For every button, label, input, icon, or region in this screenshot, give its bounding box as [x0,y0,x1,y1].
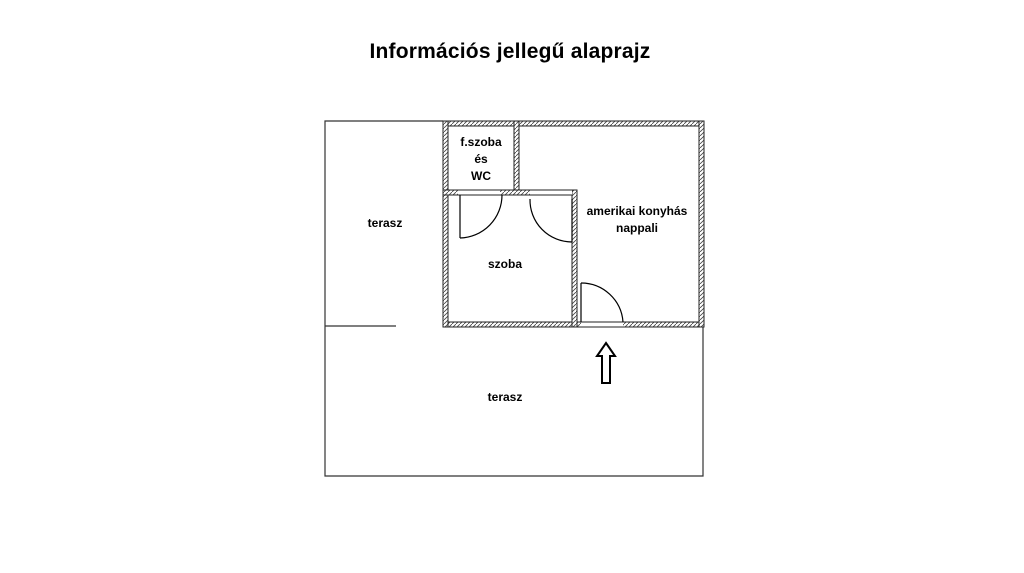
terrace-outline [324,120,704,477]
door-openings [458,190,623,327]
up-arrow-icon [595,341,617,384]
bathroom-label-line2: és [474,152,488,166]
kitchen-label-line1: amerikai konyhás [587,204,688,218]
terrace-left-label: terasz [368,216,403,230]
door-bedroom-kitchen [529,198,573,243]
door-bedroom [459,194,503,239]
interior-walls [442,120,578,328]
bathroom-label-line1: f.szoba [460,135,502,149]
kitchen-label-line2: nappali [616,221,658,235]
door-entrance [580,282,624,323]
bathroom-label-line3: WC [471,169,491,183]
page-title: Információs jellegű alaprajz [369,40,651,63]
terrace-bottom-label: terasz [488,390,523,404]
bedroom-label: szoba [488,257,522,271]
